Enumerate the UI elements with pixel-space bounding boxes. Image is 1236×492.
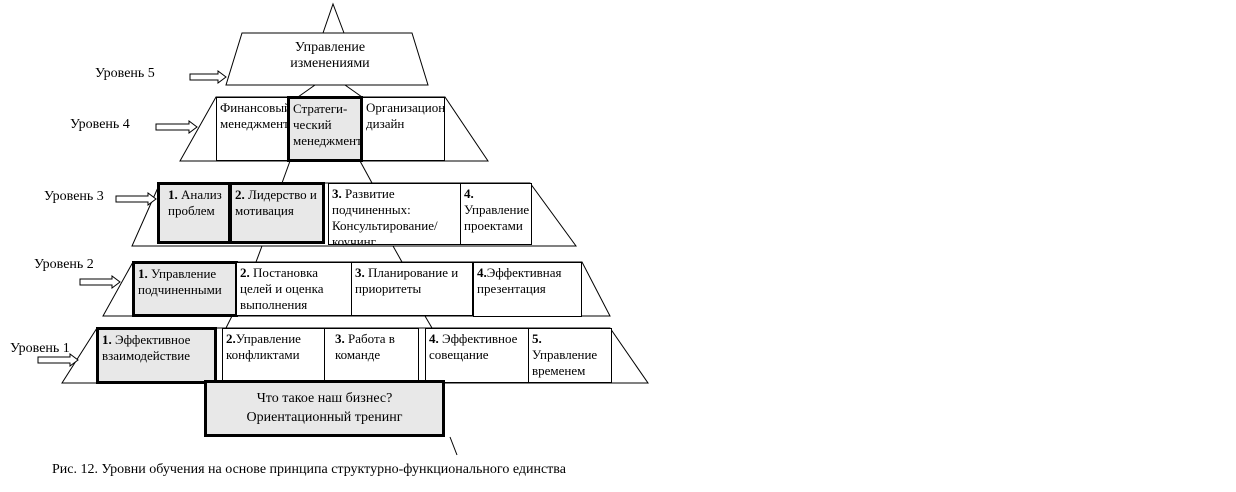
connector-line [297,84,316,98]
level2-b3-number: 3. [355,265,365,280]
level1-b1-text: Эффективное взаимодействие [102,332,191,363]
level2-goal-setting-box: 2. Постановка целей и оценка выполнения [236,262,352,316]
level5-change-management: Управление изменениями [255,40,405,72]
level2-b4-number: 4. [477,265,487,280]
level1-b3-number: 3. [335,331,345,346]
level3-project-management-box: 4. Управление проектами [460,183,532,245]
level2-b1-number: 1. [138,266,148,281]
level1-interaction-box: 1. Эффективное взаимодействие [96,327,217,384]
figure-caption: Рис. 12. Уровни обучения на основе принц… [52,462,566,477]
level2-b3-text: Планирование и приоритеты [355,265,459,296]
level4-label: Уровень 4 [70,117,130,132]
level3-b1-number: 1. [168,187,178,202]
base-line1: Что такое наш бизнес? [256,391,393,406]
level3-b4-number: 4. [464,186,474,201]
level1-b5-text: Управление временем [532,347,598,378]
level2-planning-box: 3. Планирование и приоритеты [351,262,473,316]
level2-b2-number: 2. [240,265,250,280]
level1-arrow [37,353,79,367]
level3-leadership-box: 2. Лидерство и мотивация [229,182,325,244]
level2-b4-text: Эффективная презентация [477,265,562,296]
level3-subordinate-development-box: 3. Развитие подчиненных: Консультировани… [328,183,461,245]
connector-line [424,315,433,329]
level4-org-design-box: Организационный дизайн [362,97,445,161]
level5-line2: изменениями [290,56,370,71]
level1-b2-number: 2. [226,331,236,346]
level1-conflict-box: 2.Управление конфликтами [222,328,325,383]
base-orientation-box: Что такое наш бизнес? Ориентационный тре… [204,380,445,437]
level3-b3-text: Развитие подчиненных: Консультирование/ … [332,186,438,245]
level5-label: Уровень 5 [95,66,155,81]
level3-b1-text: Анализ проблем [168,187,222,218]
level1-b2-text: Управление конфликтами [226,331,301,362]
level1-b4-number: 4. [429,331,439,346]
level3-problem-analysis-box: 1. Анализ проблем [157,182,231,244]
level1-b3-text: Работа в команде [335,331,395,362]
level4-strategy-text: Стратеги-ческий менеджмент [293,101,362,148]
level1-meeting-box: 4. Эффективное совещание [425,328,529,383]
level1-label: Уровень 1 [10,341,70,356]
level5-trapezoid [225,32,429,86]
level1-time-management-box: 5. Управление временем [528,328,612,383]
level3-arrow [115,192,157,206]
level5-arrow [189,70,227,84]
level3-b2-text: Лидерство и мотивация [235,187,317,218]
level2-b1-text: Управление подчиненными [138,266,222,297]
level2-label: Уровень 2 [34,257,94,272]
level3-b4-text: Управление проектами [464,202,530,233]
level2-subordinate-management-box: 1. Управление подчиненными [132,261,238,317]
level2-arrow [79,275,121,289]
level4-org-design-text: Организационный дизайн [366,100,445,131]
level1-b4-text: Эффективное совещание [429,331,518,362]
level4-arrow [155,120,198,134]
base-line2: Ориентационный тренинг [246,410,403,425]
connector-line [344,84,363,98]
connector-line [281,160,291,184]
level2-presentation-box: 4.Эффективная презентация [473,262,582,317]
level4-finance-box: Финансовый менеджмент [216,97,290,161]
level1-b5-number: 5. [532,331,542,346]
level1-b1-number: 1. [102,332,112,347]
level1-teamwork-box: 3. Работа в команде [324,328,419,383]
level3-label: Уровень 3 [44,189,104,204]
connector-line [392,245,403,263]
level5-line1: Управление [294,40,366,55]
level4-finance-text: Финансовый менеджмент [220,100,290,131]
connector-line [449,436,458,456]
level3-b3-number: 3. [332,186,342,201]
level2-b2-text: Постановка целей и оценка выполнения [240,265,324,312]
level4-strategy-box: Стратеги-ческий менеджмент [287,96,363,162]
connector-line [225,315,233,329]
pyramid-spire [322,2,345,34]
level3-b2-number: 2. [235,187,245,202]
connector-line [359,160,373,184]
connector-line [255,245,263,263]
